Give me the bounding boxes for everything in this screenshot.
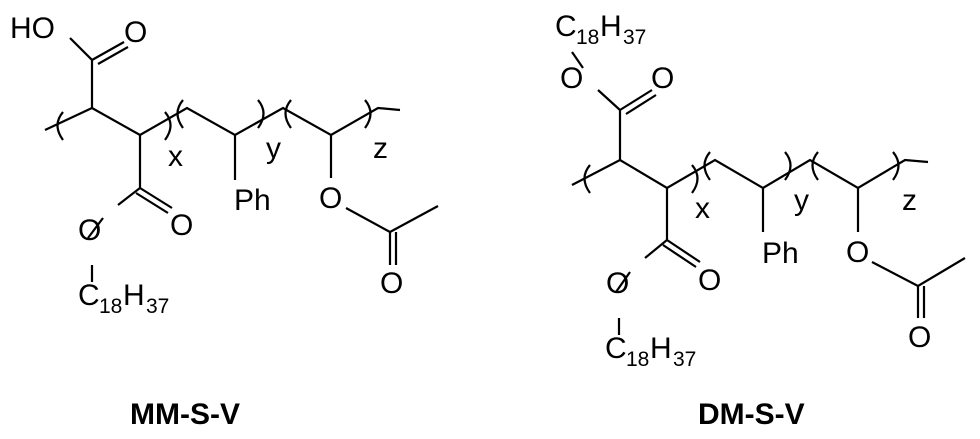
mm-paren-x-open [56, 111, 64, 141]
dm-upper-alkyl-h-label: H [600, 10, 622, 43]
mm-ester-carbonyl-o-label: O [170, 209, 193, 242]
mm-acetate-o-label: O [319, 182, 342, 215]
dm-phenyl-label: Ph [762, 237, 799, 270]
dm-lower-alkyl-h-subscript: 37 [673, 348, 696, 371]
mm-paren-y-open [176, 99, 184, 129]
dm-upper-carbonyl-o-label: O [651, 62, 674, 95]
dm-paren-x-close [691, 164, 699, 194]
mm-alkyl-h-label: H [123, 279, 145, 312]
dm-s-v-caption: DM-S-V [698, 398, 805, 431]
mm-z-subscript: z [373, 132, 388, 165]
dm-acetate-o-label: O [846, 236, 869, 269]
mm-acetate-bonds [329, 135, 439, 265]
structure-dm-s-v: O O O O Ph O O C 18 H 37 C 18 H 37 x y z… [555, 10, 966, 431]
dm-upper-ester-o-label: O [560, 62, 583, 95]
mm-paren-z-close [364, 99, 372, 129]
mm-phenyl-label: Ph [234, 184, 271, 217]
mm-cooh-bonds [69, 37, 129, 108]
dm-lower-alkyl-c-subscript: 18 [626, 348, 649, 371]
dm-paren-z-open [811, 151, 819, 181]
mm-y-subscript: y [266, 132, 281, 165]
dm-z-subscript: z [902, 184, 917, 217]
dm-x-subscript: x [695, 192, 710, 225]
dm-acetate-carbonyl-o-label: O [908, 321, 931, 354]
dm-paren-z-close [892, 151, 900, 181]
dm-lower-alkyl-c-label: C [605, 332, 627, 365]
mm-ester-bonds [87, 135, 173, 282]
mm-paren-z-open [284, 99, 292, 129]
mm-ester-o-label: O [78, 214, 101, 247]
mm-paren-x-close [164, 111, 172, 141]
dm-upper-alkyl-h-subscript: 37 [623, 26, 646, 49]
dm-paren-y-open [703, 151, 711, 181]
dm-lower-carbonyl-o-label: O [698, 264, 721, 297]
mm-x-subscript: x [168, 140, 183, 173]
dm-upper-alkyl-c-label: C [555, 10, 577, 43]
mm-alkyl-c-subscript: 18 [99, 295, 122, 318]
dm-acetate-bonds [856, 188, 966, 318]
mm-acetate-carbonyl-o-label: O [380, 267, 403, 300]
dm-paren-x-open [583, 164, 591, 194]
mm-alkyl-h-subscript: 37 [146, 295, 169, 318]
structure-mm-s-v: HO O O O Ph O O C 18 H 37 x y z MM-S-V [10, 12, 439, 431]
dm-paren-y-close [784, 151, 792, 181]
mm-alkyl-c-label: C [78, 279, 100, 312]
dm-upper-ester-bonds [571, 51, 657, 160]
dm-backbone-bonds [571, 158, 929, 190]
dm-lower-ester-o-label: O [606, 267, 629, 300]
dm-upper-alkyl-c-subscript: 18 [576, 26, 599, 49]
dm-lower-ester-bonds [615, 188, 701, 335]
mm-s-v-caption: MM-S-V [130, 398, 240, 431]
mm-ho-label: HO [10, 12, 55, 45]
dm-lower-alkyl-h-label: H [650, 332, 672, 365]
mm-carbonyl-o-label: O [124, 16, 147, 49]
dm-y-subscript: y [794, 184, 809, 217]
mm-backbone-bonds [44, 106, 401, 137]
mm-paren-y-close [257, 99, 265, 129]
